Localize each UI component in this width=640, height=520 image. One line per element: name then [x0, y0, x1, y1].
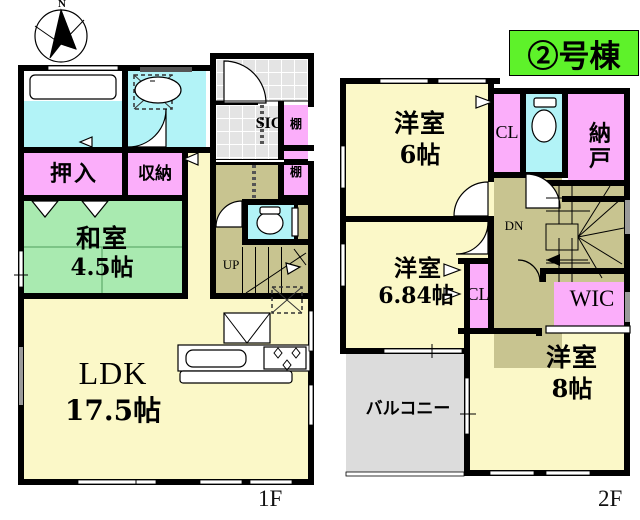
stairs-dn-label: DN	[504, 218, 524, 234]
sic-label: SIC	[255, 114, 283, 132]
wall2-top-rooms	[488, 88, 630, 94]
entrance-tiles	[216, 105, 284, 161]
wall2-cl2-left	[464, 262, 470, 334]
wall2-cl2-right	[488, 258, 494, 334]
wall-toilet-bottom	[242, 239, 314, 245]
wall2-balcony-right	[464, 262, 470, 476]
wall-toilet-top	[242, 199, 308, 205]
wall-washitsu-bottom	[18, 293, 188, 299]
wall2-room-right	[488, 84, 494, 182]
wall2-toilet-right	[562, 94, 568, 174]
tana-1-label: 棚	[289, 116, 302, 131]
wall2-hall-bottom	[494, 328, 542, 334]
youshitsu6-label: 洋室	[393, 108, 446, 138]
oshiire-fill	[24, 153, 122, 197]
wall-above-storage	[18, 147, 210, 153]
balcony-label: バルコニー	[365, 399, 451, 420]
bathroom-floor	[24, 101, 122, 147]
wall2-wic-left	[540, 268, 546, 282]
building-number-badge: ②号棟	[509, 30, 639, 76]
fixtures-2f	[340, 78, 631, 477]
tana-1-fill	[284, 105, 308, 145]
wall-outer-bottom	[18, 479, 314, 485]
building-number-text: ②号棟	[527, 38, 621, 75]
floor-2-plan: 洋室 6帖 洋室 6.84帖 洋室 8帖 CL CL 納戸 WIC バルコニー …	[340, 78, 636, 485]
wall-sic-left	[278, 101, 284, 201]
wic-fill	[554, 274, 630, 326]
stairs-1f-treads	[242, 247, 294, 293]
wall2-wic-top	[540, 268, 630, 274]
floor-1-plan: 押入 収納 SIC 棚 棚 UP 和室 4.5帖 LDK 17.5帖	[14, 53, 314, 485]
wall-tana-divider	[278, 145, 314, 151]
wall-entrance-left	[210, 53, 216, 165]
wall2-cl2-top	[458, 258, 494, 264]
wall-hall-bottom	[210, 293, 308, 299]
shuunou-fill	[128, 153, 182, 197]
balcony-floor	[346, 354, 464, 476]
floor-1-label: 1F	[258, 486, 283, 511]
wall-corridor-left	[182, 147, 188, 299]
washitsu-size: 4.5帖	[70, 253, 134, 281]
wall2-between-rooms	[340, 216, 494, 222]
youshitsu6-size: 6帖	[399, 140, 441, 170]
wall-bath-washroom	[122, 65, 128, 153]
nando-label: 納戸	[588, 120, 611, 172]
wall-porch-right	[308, 53, 314, 107]
wall2-stairs-top	[546, 180, 630, 186]
washitsu-floor	[24, 201, 182, 295]
shuunou-label: 収納	[138, 164, 172, 185]
wall2-nando-bottom	[562, 196, 630, 202]
wic-label: WIC	[569, 285, 615, 311]
floor-2-label: 2F	[598, 486, 623, 511]
ldk-label: LDK	[78, 355, 148, 392]
youshitsu8-label: 洋室	[545, 342, 598, 372]
wall2-outer-right	[624, 88, 630, 476]
wall2-hall-corner	[536, 328, 542, 336]
washitsu-label: 和室	[75, 223, 128, 253]
wall2-cl2-bottom	[458, 328, 494, 334]
wall2-toilet-left	[520, 94, 526, 172]
wall-below-storage	[18, 195, 188, 201]
wall-toilet-left	[242, 199, 248, 245]
youshitsu684-size: 6.84帖	[378, 283, 454, 310]
youshitsu8-size: 8帖	[551, 374, 593, 404]
north-label: N	[58, 0, 66, 11]
oshiire-label: 押入	[49, 161, 98, 188]
wall2-corridor-a	[488, 220, 494, 260]
cl-1-label: CL	[495, 121, 519, 142]
wall-oshiire-shuunou	[122, 153, 128, 195]
stairs-up-label: UP	[222, 257, 240, 273]
youshitsu684-label: 洋室	[394, 254, 442, 282]
ldk-size: 17.5帖	[64, 394, 162, 428]
wall-porch-top	[210, 53, 314, 59]
wall-hall-left	[210, 161, 216, 299]
north-arrow-icon: N	[20, 0, 104, 64]
cl-2-label: CL	[466, 283, 490, 304]
wall-sic-bottom	[278, 195, 314, 201]
fixtures-1f	[14, 60, 314, 485]
cl-1-fill	[492, 94, 522, 172]
tana-2-label: 棚	[289, 164, 302, 179]
